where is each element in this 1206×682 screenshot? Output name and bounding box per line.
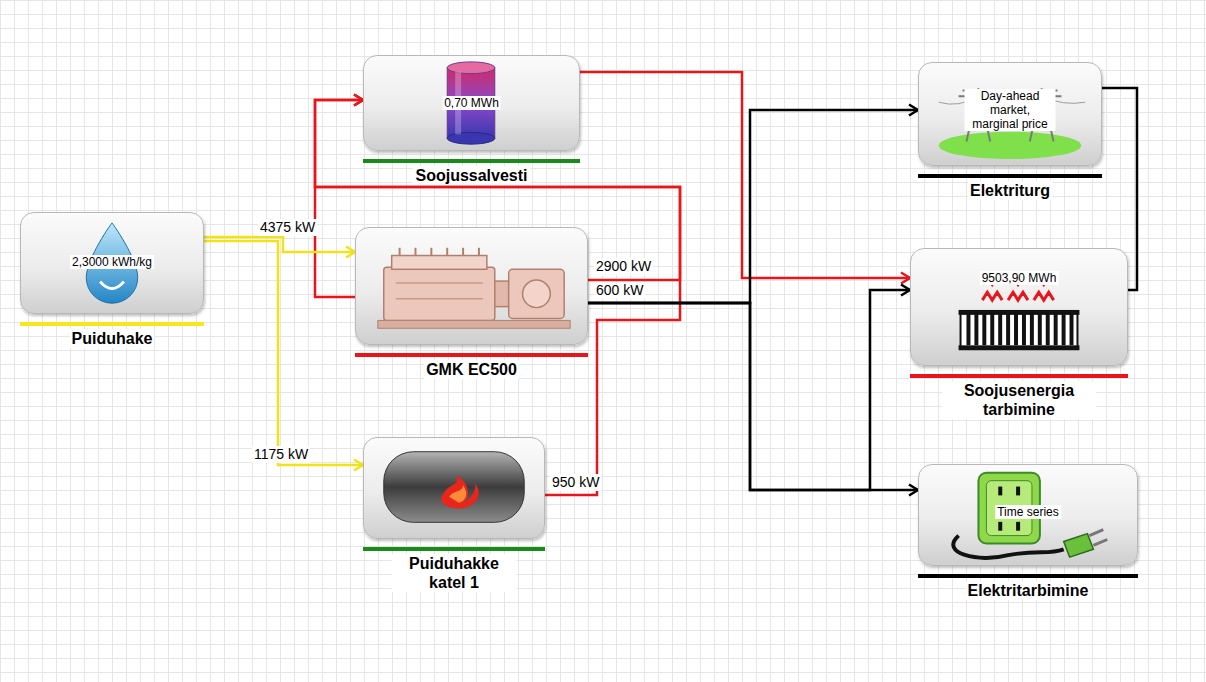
icon-part: [384, 452, 524, 523]
icon-part: [100, 282, 124, 289]
status-bar: [918, 574, 1138, 578]
icon-part: [953, 536, 1063, 558]
icon-box: 0,70 MWh: [363, 55, 580, 151]
icon-part: [400, 248, 479, 256]
flow-label: 1175 kW: [252, 446, 310, 463]
component-icon: [911, 249, 1127, 365]
component-name: Puiduhakke katel 1: [392, 554, 516, 592]
component-name: Soojusenergia tarbimine: [942, 381, 1096, 419]
component-name: GMK EC500: [424, 360, 519, 379]
icon-box: Day-ahead market, marginal price: [918, 62, 1102, 166]
icon-part: [1064, 534, 1094, 558]
component-node: GMK EC500: [355, 227, 588, 379]
component-name: Soojussalvesti: [413, 166, 529, 185]
flow-label: 600 kW: [594, 282, 645, 299]
icon-part: [998, 522, 1002, 531]
icon-part: [447, 62, 495, 74]
component-name: Elektriturg: [968, 181, 1052, 200]
flow-connector: [315, 100, 680, 495]
flow-connector: [204, 241, 363, 465]
value-label: Day-ahead market, marginal price: [965, 89, 1056, 131]
icon-part: [1089, 530, 1107, 546]
component-icon: [356, 228, 587, 344]
status-bar: [355, 353, 588, 357]
value-label: Time series: [995, 505, 1061, 519]
component-icon: [364, 438, 544, 538]
icon-box: 2,3000 kWh/kg: [20, 212, 204, 314]
value-label: 9503,90 MWh: [980, 271, 1059, 285]
icon-part: [447, 132, 495, 144]
flow-label: 2900 kW: [594, 258, 653, 275]
icon-part: [509, 269, 565, 318]
icon-part: [1016, 487, 1020, 496]
component-node: 0,70 MWhSoojussalvesti: [363, 55, 580, 185]
icon-part: [1016, 522, 1020, 531]
component-name: Elektritarbimine: [966, 581, 1091, 600]
heat-bus-stub: [315, 187, 355, 297]
value-label: 2,3000 kWh/kg: [70, 255, 154, 269]
status-bar: [20, 322, 204, 326]
icon-box: [355, 227, 588, 345]
value-label: 0,70 MWh: [442, 96, 501, 110]
icon-part: [449, 485, 466, 503]
icon-part: [959, 345, 1080, 350]
flow-connector: [588, 110, 918, 303]
icon-part: [961, 312, 1078, 347]
component-node: Puiduhakke katel 1: [363, 437, 545, 592]
status-bar: [363, 547, 545, 551]
icon-part: [441, 475, 479, 508]
icon-part: [392, 256, 487, 270]
icon-part: [939, 132, 1081, 159]
component-node: 9503,90 MWhSoojusenergia tarbimine: [910, 248, 1128, 419]
icon-part: [378, 320, 570, 328]
flow-label: 4375 kW: [258, 219, 317, 236]
icon-box: Time series: [918, 464, 1138, 566]
flow-connector: [204, 237, 355, 252]
flow-connector: [588, 303, 918, 490]
status-bar: [910, 374, 1128, 378]
icon-part: [982, 292, 1053, 300]
flow-connector: [580, 72, 910, 278]
icon-part: [959, 310, 1080, 315]
edge-group: [204, 72, 1137, 495]
status-bar: [918, 174, 1102, 178]
component-node: 2,3000 kWh/kgPuiduhake: [20, 212, 204, 348]
icon-part: [998, 487, 1002, 496]
icon-box: 9503,90 MWh: [910, 248, 1128, 366]
component-name: Puiduhake: [70, 329, 155, 348]
flow-connector: [588, 290, 910, 490]
icon-part: [495, 281, 509, 307]
status-bar: [363, 159, 580, 163]
icon-part: [396, 283, 483, 299]
icon-part: [523, 280, 551, 308]
icon-part: [968, 314, 1071, 345]
icon-part: [384, 267, 495, 320]
icon-box: [363, 437, 545, 539]
flow-label: 950 kW: [550, 474, 601, 491]
component-node: Time seriesElektritarbimine: [918, 464, 1138, 600]
component-node: Day-ahead market, marginal priceElektrit…: [918, 62, 1102, 200]
